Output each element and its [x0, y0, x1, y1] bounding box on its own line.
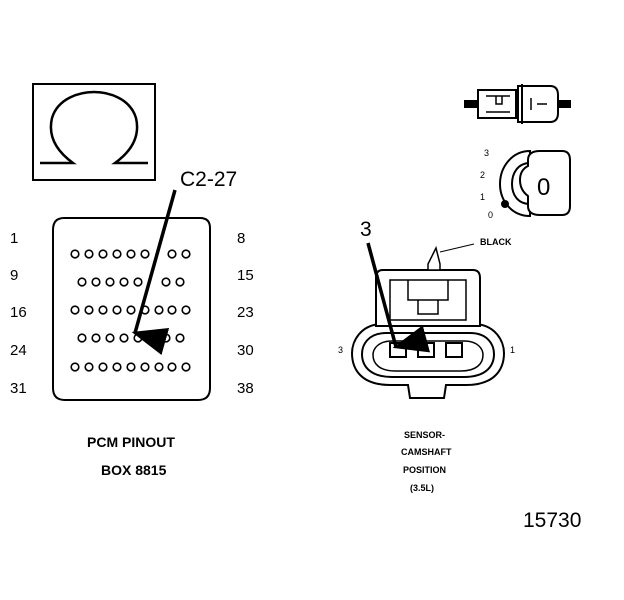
pcm-pin-cavity [119, 333, 129, 343]
pcm-pin-grid [70, 249, 191, 372]
pcm-pin-cavity [84, 305, 94, 315]
wire-color-label: BLACK [480, 237, 512, 247]
pcm-pin-cavity [161, 333, 171, 343]
pcm-pin-cavity [181, 249, 191, 259]
pcm-pin-cavity [105, 277, 115, 287]
pcm-pin-label-right: 30 [237, 342, 254, 359]
pcm-pin-cavity [167, 362, 177, 372]
cavity-number-label: 2 [480, 170, 486, 180]
pcm-pin-cavity [119, 277, 129, 287]
pcm-pin-cavity [126, 305, 136, 315]
pcm-pin-label-right: 15 [237, 267, 254, 284]
pcm-pin-cavity [175, 333, 185, 343]
pcm-pin-label-right: 23 [237, 304, 254, 321]
pcm-caption-line1: PCM PINOUT [87, 434, 175, 450]
pcm-pin-cavity [84, 249, 94, 259]
pcm-pin-label-left: 9 [10, 267, 19, 284]
pcm-pin-label-left: 24 [10, 342, 27, 359]
pcm-pin-cavity [70, 249, 80, 259]
pcm-pin-cavity [133, 333, 143, 343]
sensor-caption-line: (3.5L) [410, 483, 435, 493]
pcm-pin-cavity [147, 333, 157, 343]
pcm-pin-cavity [70, 362, 80, 372]
pcm-pin-label-left: 1 [10, 230, 19, 247]
inline-connector-side-view [464, 84, 571, 124]
pcm-pin-label-right: 38 [237, 380, 254, 397]
cavity-number-label: 0 [488, 210, 494, 220]
pcm-pin-cavity [98, 249, 108, 259]
pcm-pin-cavity [154, 305, 164, 315]
pcm-pin-cavity [112, 249, 122, 259]
pcm-pin-cavity [154, 362, 164, 372]
pcm-pin-cavity [181, 305, 191, 315]
pcm-pin-cavity [181, 362, 191, 372]
sensor-terminal-right-label: 1 [510, 345, 516, 355]
pcm-pin-cavity [133, 277, 143, 287]
pcm-pin-cavity [77, 333, 87, 343]
cavity-number-label: 1 [480, 192, 486, 202]
pcm-pin-cavity [167, 305, 177, 315]
pcm-pin-label-left: 16 [10, 304, 27, 321]
sensor-caption-line: CAMSHAFT [401, 447, 452, 457]
pcm-caption-line2: BOX 8815 [101, 462, 167, 478]
sensor-callout-label: 3 [360, 218, 372, 241]
sensor-caption-line: SENSOR- [404, 430, 446, 440]
pcm-pin-cavity [98, 305, 108, 315]
pcm-pin-cavity [91, 333, 101, 343]
pcm-pin-label-left: 31 [10, 380, 27, 397]
pcm-pin-cavity [77, 277, 87, 287]
pcm-pin-cavity [161, 277, 171, 287]
pcm-pin-cavity [112, 362, 122, 372]
pcm-pin-cavity [98, 362, 108, 372]
pcm-pin-cavity [105, 333, 115, 343]
sensor-callout-arrow [366, 242, 431, 353]
pcm-pin-label-right: 8 [237, 230, 246, 247]
pcm-pin-cavity [140, 249, 150, 259]
connector-cavity-view [498, 149, 571, 218]
pcm-pin-cavity [167, 249, 177, 259]
pcm-pin-cavity [126, 249, 136, 259]
sensor-terminal-left-label: 3 [338, 345, 344, 355]
pcm-pin-cavity [140, 362, 150, 372]
pcm-pin-cavity [91, 277, 101, 287]
cavity-number-label: 3 [484, 148, 490, 158]
pcm-pin-cavity [175, 277, 185, 287]
pcm-pin-cavity [112, 305, 122, 315]
pcm-pin-cavity [70, 305, 80, 315]
figure-number: 15730 [523, 509, 582, 532]
pcm-callout-label: C2-27 [180, 168, 238, 191]
pcm-pin-cavity [84, 362, 94, 372]
connector-key-symbol [32, 83, 156, 181]
pcm-callout-arrow [131, 189, 177, 355]
sensor-caption-line: POSITION [403, 465, 447, 475]
connector-face-symbol: 0 [537, 174, 551, 201]
pcm-pin-cavity [126, 362, 136, 372]
